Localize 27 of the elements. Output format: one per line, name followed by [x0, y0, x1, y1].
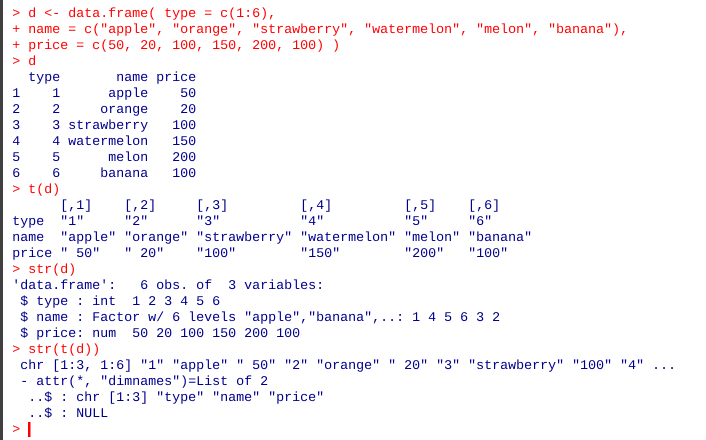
- console-line: 'data.frame': 6 obs. of 3 variables:: [15, 279, 321, 290]
- console-line: >: [12, 425, 20, 432]
- console-line: - attr(*, "dimnames")=List of 2: [22, 375, 268, 388]
- console-line: type name price: [29, 71, 196, 84]
- console-line: name "apple" "orange" "strawberry" "watermelon" "melon" "banana": [13, 231, 530, 244]
- console-line: 3 3 strawberry 100: [13, 119, 196, 132]
- console-line: 4 4 watermelon 150: [12, 135, 196, 146]
- console-line: > d: [12, 55, 36, 66]
- console-line: $ type : int 1 2 3 4 5 6: [20, 295, 220, 308]
- console-line: 5 5 melon 200: [13, 151, 196, 162]
- console-line: + price = c(50, 20, 100, 150, 200, 100) ): [12, 39, 338, 52]
- console-line: > d <- data.frame( type = c(1:6),: [12, 7, 273, 20]
- console-line: ..$ : NULL: [31, 407, 108, 418]
- console-line: type "1" "2" "3" "4" "5" "6": [13, 215, 490, 228]
- console-line: > t(d): [12, 183, 58, 196]
- console-line: $ name : Factor w/ 6 levels "apple","banana",..: 1 4 5 6 3 2: [20, 311, 500, 324]
- console-line: chr [1:3, 1:6] "1" "apple" " 50" "2" "orange" " 20" "3" "strawberry" "100" "4" ...: [21, 359, 673, 372]
- console-line: price " 50" " 20" "100" "150" "200" "100": [13, 247, 506, 260]
- console-line: + name = c("apple", "orange", "strawberry", "watermelon", "melon", "banana"),: [12, 23, 625, 36]
- console-line: 1 1 apple 50: [13, 87, 196, 100]
- console-line: 6 6 banana 100: [13, 167, 196, 178]
- console-line: ..$ : chr [1:3] "type" "name" "price": [31, 391, 322, 404]
- console-line: > str(t(d)): [12, 343, 98, 356]
- console-line: $ price: num 50 20 100 150 200 100: [20, 327, 300, 340]
- console-line: [,1] [,2] [,3] [,4] [,5] [,6]: [62, 199, 498, 212]
- console-line: 2 2 orange 20: [13, 104, 196, 116]
- console-line: > str(d): [12, 263, 74, 276]
